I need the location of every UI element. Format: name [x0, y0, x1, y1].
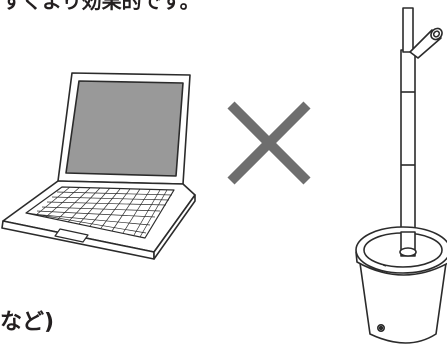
cross-mark-icon: [227, 101, 311, 185]
bottom-caption-text: など): [0, 310, 55, 335]
top-caption-text: すくより効果的です。: [2, 0, 200, 13]
stand-icon: [355, 7, 447, 344]
laptop-icon: [1, 72, 196, 260]
